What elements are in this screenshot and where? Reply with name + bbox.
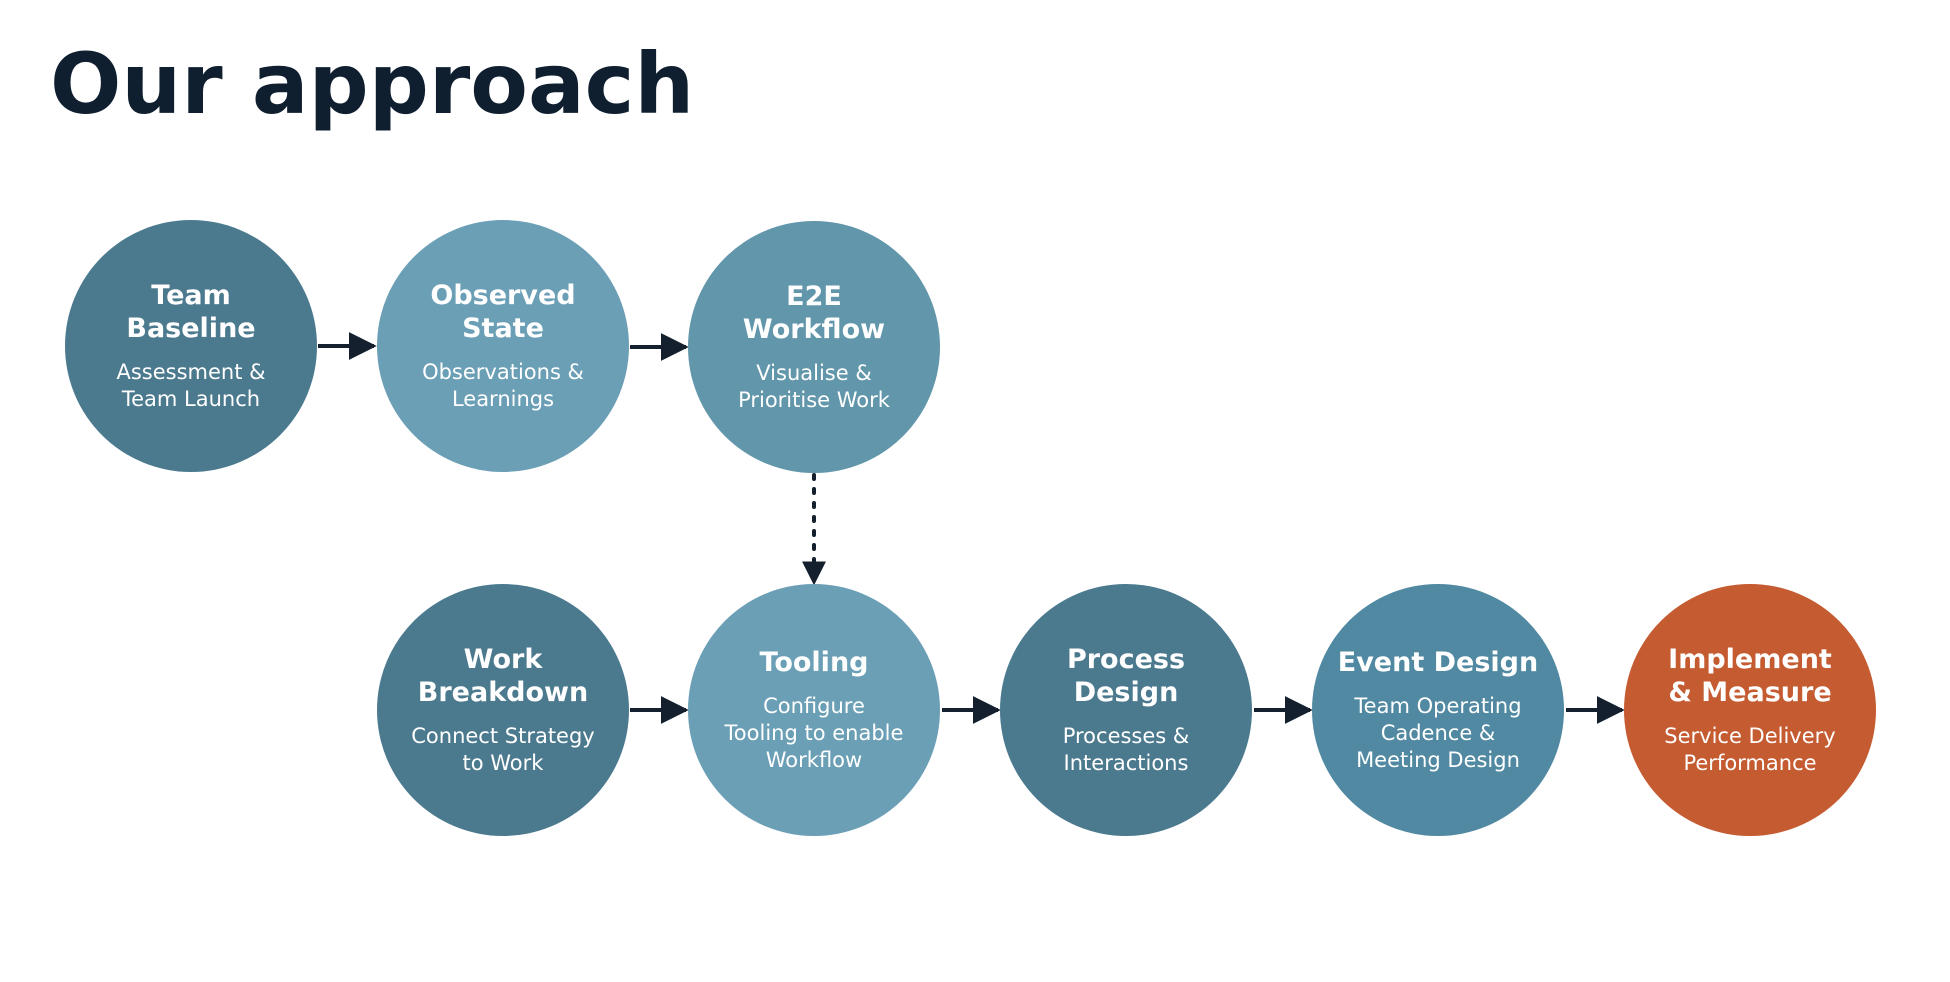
step-implement-measure: Implement & Measure Service Delivery Per… [1624, 584, 1876, 836]
step-title: E2E Workflow [742, 281, 886, 345]
step-subtitle: Visualise & Prioritise Work [738, 361, 890, 412]
step-subtitle: Service Delivery Performance [1664, 724, 1836, 775]
step-subtitle: Processes & Interactions [1062, 724, 1190, 775]
step-process-design: Process Design Processes & Interactions [1000, 584, 1252, 836]
step-observed-state: Observed State Observations & Learnings [377, 220, 629, 472]
step-title: Tooling [759, 647, 869, 678]
step-title: Implement & Measure [1668, 644, 1832, 708]
step-title: Team Baseline [126, 280, 256, 344]
step-team-baseline: Team Baseline Assessment & Team Launch [65, 220, 317, 472]
step-title: Process Design [1066, 644, 1186, 708]
step-e2e-workflow: E2E Workflow Visualise & Prioritise Work [688, 221, 940, 473]
step-tooling: Tooling Configure Tooling to enable Work… [688, 584, 940, 836]
page-title: Our approach [50, 35, 695, 133]
step-subtitle: Connect Strategy to Work [411, 724, 595, 775]
step-title: Observed State [430, 280, 576, 344]
step-subtitle: Observations & Learnings [422, 360, 584, 411]
step-subtitle: Assessment & Team Launch [116, 360, 266, 411]
step-title: Work Breakdown [417, 644, 589, 708]
step-title: Event Design [1337, 647, 1539, 678]
step-event-design: Event Design Team Operating Cadence & Me… [1312, 584, 1564, 836]
step-work-breakdown: Work Breakdown Connect Strategy to Work [377, 584, 629, 836]
step-subtitle: Configure Tooling to enable Workflow [724, 694, 904, 772]
step-subtitle: Team Operating Cadence & Meeting Design [1354, 694, 1522, 772]
